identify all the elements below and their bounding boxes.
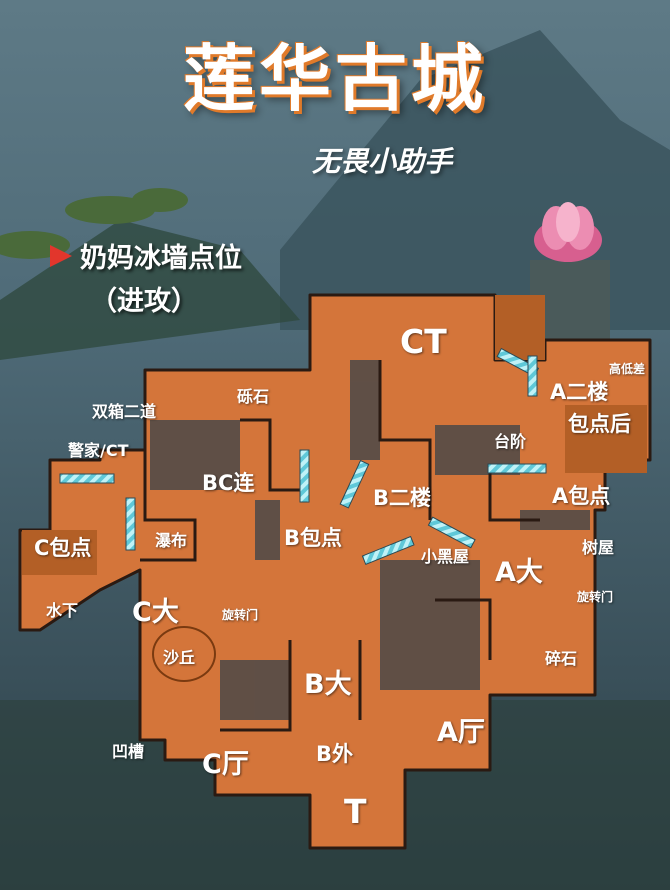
callout-c-lobby: C厅: [202, 749, 249, 780]
callout-b-upper: B二楼: [373, 486, 432, 510]
page-subtitle: 无畏小助手: [312, 145, 453, 178]
callout-c-rotate: 旋转门: [222, 608, 259, 622]
map-walls: [140, 360, 540, 732]
ice-wall-marker: [427, 516, 476, 549]
callout-steps: 台阶: [494, 432, 527, 451]
callout-waterfall: 瀑布: [155, 531, 188, 550]
guide-line-1: 奶妈冰墙点位: [50, 236, 242, 275]
callout-dune: 沙丘: [163, 648, 196, 667]
callout-b-main: B大: [304, 669, 352, 700]
callout-small-house: 小黑屋: [421, 547, 470, 566]
tree-cluster-left: [0, 220, 300, 360]
arrow-right-icon: [50, 244, 72, 267]
callout-a-lobby: A厅: [437, 717, 485, 748]
callout-a-site: A包点: [552, 484, 611, 508]
ice-wall-marker: [299, 449, 310, 503]
callout-rubble-top: 砾石: [237, 387, 270, 406]
map-dark-zones: [150, 360, 590, 720]
guide-line-2: （进攻）: [90, 286, 198, 317]
callout-t-spawn: T: [344, 792, 367, 831]
callout-b-out: B外: [316, 742, 354, 766]
callout-butler-ct: 警家/CT: [68, 441, 129, 460]
callout-a-upper: A二楼: [550, 380, 609, 404]
ice-wall-markers: [59, 347, 547, 566]
ice-wall-marker: [361, 535, 415, 566]
callout-b-site: B包点: [284, 526, 343, 550]
ice-wall-marker: [59, 473, 115, 484]
tree-canopy: [132, 188, 188, 212]
page-title: 莲华古城: [182, 37, 487, 121]
ice-wall-marker: [339, 459, 370, 509]
callout-c-main: C大: [132, 597, 179, 628]
callout-ct: CT: [400, 322, 447, 361]
callout-bc-link: BC连: [202, 471, 255, 495]
dune-outline: [152, 626, 216, 682]
callout-a-behind: 包点后: [568, 412, 631, 436]
ice-wall-marker: [487, 463, 547, 474]
callout-c-site: C包点: [34, 536, 92, 560]
callout-groove: 凹槽: [112, 742, 145, 761]
callout-double-box: 双箱二道: [92, 402, 157, 421]
callout-tree-house: 树屋: [582, 538, 615, 557]
callout-a-rotate: 旋转门: [577, 590, 614, 604]
guide-text: 奶妈冰墙点位: [80, 243, 242, 274]
callout-rubble-a: 碎石: [545, 649, 578, 668]
callout-high-low: 高低差: [609, 362, 646, 376]
map-highlights: [22, 295, 647, 575]
tree-canopy: [65, 196, 155, 224]
lotus-icon: [534, 202, 602, 262]
guide-label: 奶妈冰墙点位 （进攻）: [50, 236, 242, 318]
callout-underwater: 水下: [46, 601, 79, 620]
ice-wall-marker: [527, 355, 538, 397]
ice-wall-marker: [125, 497, 136, 551]
callout-a-main: A大: [495, 557, 543, 588]
